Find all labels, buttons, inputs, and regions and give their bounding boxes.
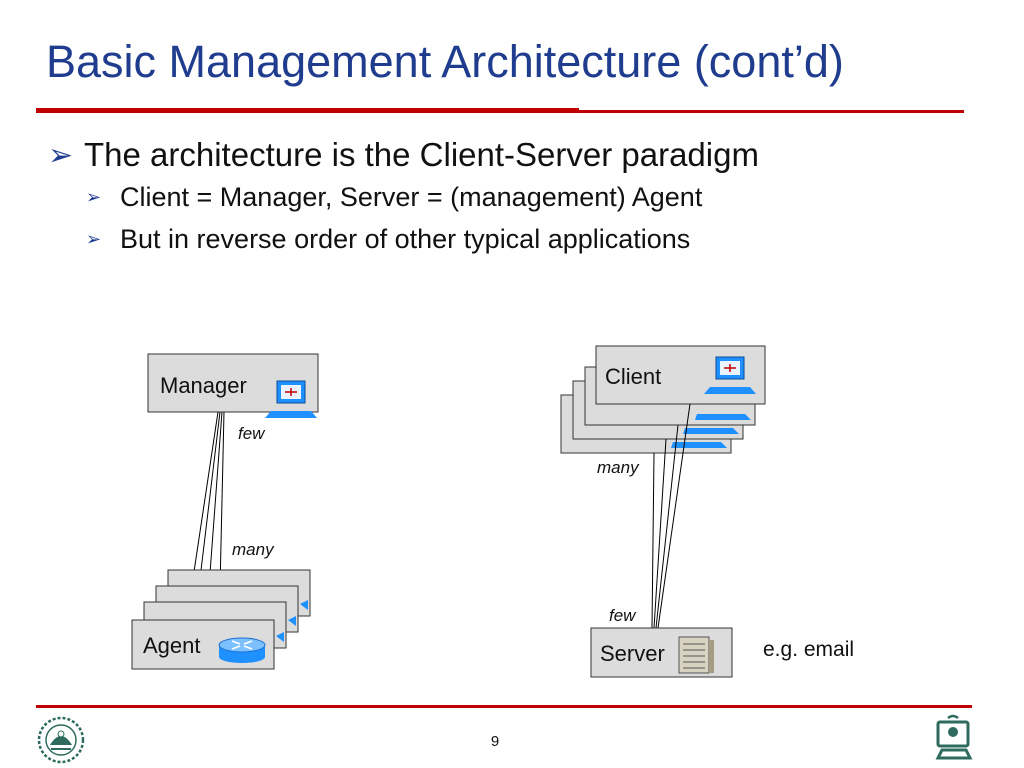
page-number: 9 [490, 733, 500, 750]
manager-label: Manager [160, 373, 247, 398]
title-rule-thick [36, 108, 579, 113]
few-label: few [238, 424, 266, 443]
server-icon [678, 636, 714, 674]
arrow-bullet-icon: ➢ [86, 229, 102, 249]
slide-title: Basic Management Architecture (cont’d) [46, 36, 844, 87]
sub-bullet-text: Client = Manager, Server = (management) … [120, 182, 703, 212]
university-seal-logo [37, 716, 85, 764]
client-label: Client [605, 364, 661, 389]
router-icon [218, 637, 266, 663]
title-rule-thin [579, 110, 964, 113]
bullet-list: ➢ The architecture is the Client-Server … [48, 136, 1004, 266]
sub-bullet-text: But in reverse order of other typical ap… [120, 224, 691, 254]
many-label: many [232, 540, 275, 559]
connection-lines [651, 403, 691, 629]
computer-department-logo [935, 714, 973, 760]
bullet-text: The architecture is the Client-Server pa… [84, 136, 759, 173]
client-server-diagram: Client many few Server e.g. email [560, 345, 854, 678]
manager-agent-diagram: Agent Manager few many [131, 353, 319, 670]
many-label: many [597, 458, 640, 477]
arrow-bullet-icon: ➢ [86, 187, 102, 207]
server-label: Server [600, 641, 665, 666]
bullet-level2: ➢ Client = Manager, Server = (management… [86, 182, 1004, 213]
example-note: e.g. email [763, 638, 854, 661]
agent-label: Agent [143, 633, 201, 658]
bullet-level2: ➢ But in reverse order of other typical … [86, 224, 1004, 255]
few-label: few [609, 606, 637, 625]
arrow-bullet-icon: ➢ [48, 138, 74, 172]
footer-rule [36, 705, 972, 708]
bullet-level1: ➢ The architecture is the Client-Server … [48, 136, 1004, 174]
